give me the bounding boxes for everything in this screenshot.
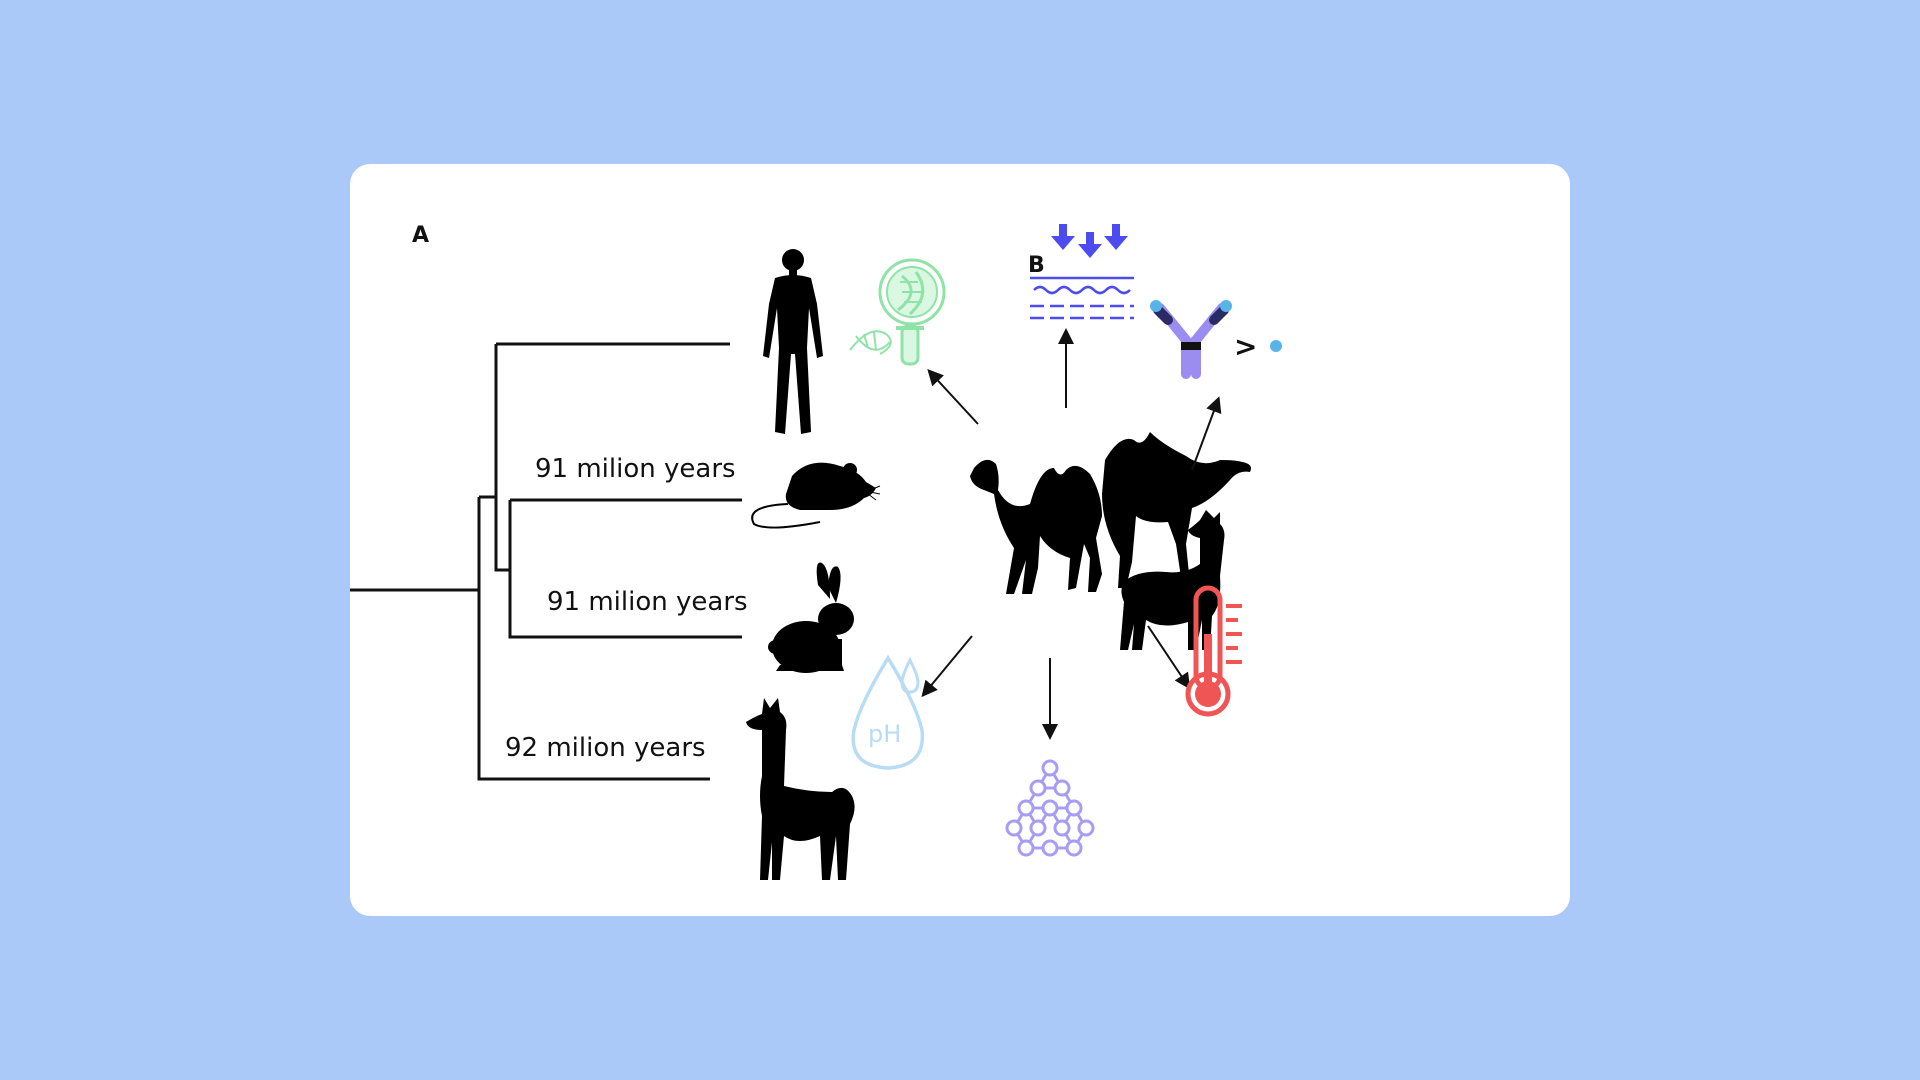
branch-label-1: 91 milion years — [535, 454, 736, 484]
nanobody-dot — [1270, 340, 1282, 352]
camelids-icon — [970, 432, 1251, 650]
phylogenetic-tree — [350, 342, 742, 781]
ph-text: pH — [868, 720, 901, 748]
penetration-arrows-icon — [1030, 224, 1134, 320]
figure-svg: A B 91 milion years 91 milion years 92 m… — [350, 223, 1282, 880]
dna-magnifier-icon — [849, 258, 946, 366]
tree-node-llama — [477, 497, 710, 781]
human-icon — [763, 249, 823, 434]
mouse-icon — [751, 462, 881, 529]
rabbit-icon — [768, 562, 854, 673]
antibody-comparison-icon: > — [1150, 300, 1282, 379]
arrow-to-dna — [927, 369, 979, 425]
llama-icon — [746, 698, 855, 880]
tree-node-human — [494, 344, 510, 572]
ph-drop-icon: pH — [851, 654, 925, 770]
figure-card: A B 91 milion years 91 milion years 92 m… — [350, 164, 1570, 916]
greater-than-symbol: > — [1234, 330, 1257, 363]
branch-label-2: 91 milion years — [547, 587, 748, 617]
arrow-to-antibody — [1191, 396, 1222, 471]
arrow-to-ph — [921, 635, 973, 698]
panel-a-label: A — [412, 223, 429, 248]
panel-b-label: B — [1028, 253, 1045, 278]
arrow-to-thermometer — [1147, 625, 1191, 690]
tree-node-mouse-rabbit — [508, 500, 742, 639]
branch-label-3: 92 milion years — [505, 733, 706, 763]
temperature-icon — [1185, 585, 1242, 717]
hydrogel-network-icon — [1005, 759, 1095, 857]
